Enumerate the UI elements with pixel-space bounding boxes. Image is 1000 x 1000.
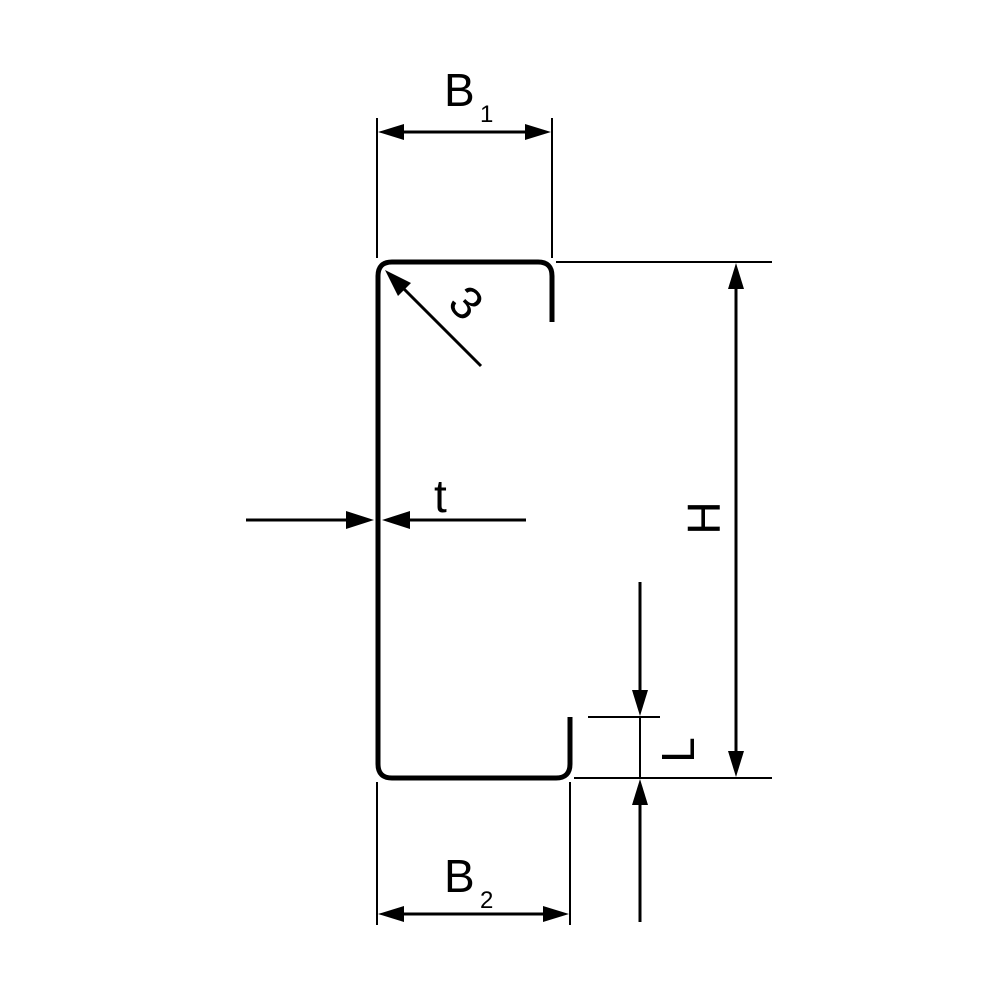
radius-indicator: 3 (385, 270, 494, 368)
b1-arrow-right (525, 124, 551, 140)
c-profile-outline (375, 259, 573, 781)
l-arrow-bottom (632, 779, 648, 805)
radius-label: 3 (439, 275, 494, 330)
dimension-t: t (246, 470, 526, 529)
dimension-l: L (588, 582, 704, 922)
b1-subscript: 1 (480, 101, 493, 128)
b2-label: B (444, 850, 475, 902)
t-arrow-left (346, 511, 374, 529)
l-arrow-top (632, 690, 648, 716)
h-label: H (678, 501, 730, 534)
b2-arrow-right (543, 906, 569, 922)
radius-leader-line (398, 283, 483, 368)
h-arrow-bottom (728, 751, 744, 777)
dimension-b2: B 2 (376, 782, 571, 925)
l-label: L (652, 737, 704, 763)
b2-subscript: 2 (480, 887, 493, 914)
b1-arrow-left (378, 124, 404, 140)
b2-arrow-left (378, 906, 404, 922)
dimension-h: H (556, 261, 772, 779)
radius-arrow (385, 270, 411, 296)
t-label: t (434, 470, 447, 522)
h-arrow-top (728, 263, 744, 289)
dimension-b1: B 1 (376, 64, 553, 258)
t-arrow-right (382, 511, 410, 529)
b1-label: B (444, 64, 475, 116)
